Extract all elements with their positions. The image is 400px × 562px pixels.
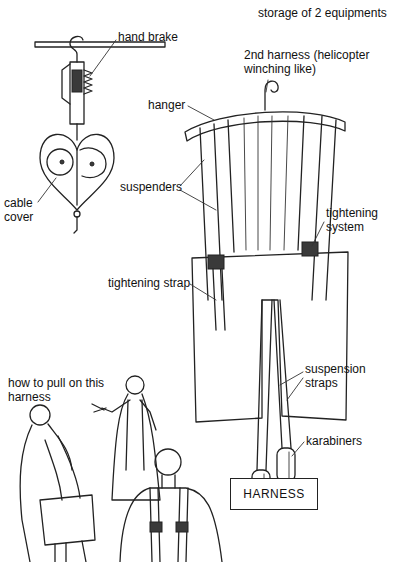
head (155, 449, 181, 475)
leader-lines (38, 40, 324, 456)
arms (45, 436, 80, 500)
harness-straps (150, 488, 188, 562)
karabiner (277, 448, 295, 482)
part-label: karabiners (306, 434, 386, 448)
leader-line (38, 178, 56, 202)
part-label: tightening system (326, 206, 398, 234)
brake-teeth (84, 70, 92, 94)
figure-standing (92, 376, 160, 500)
suspender-left (200, 124, 222, 300)
arms (102, 400, 156, 430)
tightening-buckle (302, 242, 318, 256)
hand (150, 522, 162, 532)
neck (162, 475, 175, 488)
part-label: suspension straps (305, 362, 383, 390)
fabric-folds (244, 116, 288, 250)
rod-hook (70, 37, 83, 62)
head (126, 376, 144, 394)
hand (176, 522, 188, 532)
part-label: 2nd harness (helicopter winching like) (244, 48, 394, 76)
pulley-left (47, 149, 73, 175)
brake-body (70, 62, 84, 124)
harness-held (40, 495, 95, 545)
harness-straps (126, 400, 144, 470)
cable-cover-divider (76, 150, 77, 205)
pulley-axle (60, 160, 64, 164)
figure-bust (120, 449, 222, 562)
brake-shaft (76, 124, 77, 140)
strap-held (92, 404, 106, 412)
diagram-title: storage of 2 equipments (258, 6, 398, 20)
part-label: tightening strap (108, 276, 208, 290)
part-label: hand brake (118, 30, 198, 44)
brake-grip (72, 70, 82, 92)
harness-panel (192, 252, 348, 422)
hand-brake-device (35, 37, 165, 233)
cable-cover-shape (40, 134, 114, 210)
leader-line (188, 106, 214, 120)
pulley-axle (90, 162, 94, 166)
fabric-outline (228, 116, 304, 252)
tightening-buckle (208, 255, 224, 269)
part-label: suspenders (120, 180, 200, 194)
box-text: HARNESS (243, 487, 305, 501)
figure-bending (20, 405, 95, 562)
suspension-strap (257, 300, 291, 470)
straps (55, 541, 86, 562)
shoulders (120, 488, 222, 562)
leader-line (312, 222, 324, 246)
leader-line (292, 442, 304, 456)
body (112, 394, 160, 500)
leader-line (180, 160, 216, 210)
part-label: how to pull on this harness (8, 376, 126, 404)
leader-line (190, 284, 216, 300)
cover-hook (74, 217, 77, 233)
title-box: HARNESS (230, 478, 318, 510)
part-label: hanger (148, 98, 208, 112)
head (30, 405, 50, 425)
cover-ring (74, 211, 80, 217)
pulley-right (80, 148, 106, 177)
part-label: cable cover (4, 196, 44, 224)
leader-line (280, 372, 303, 400)
brake-lever (62, 64, 70, 104)
leader-line (90, 40, 116, 76)
leader-line (266, 80, 268, 92)
